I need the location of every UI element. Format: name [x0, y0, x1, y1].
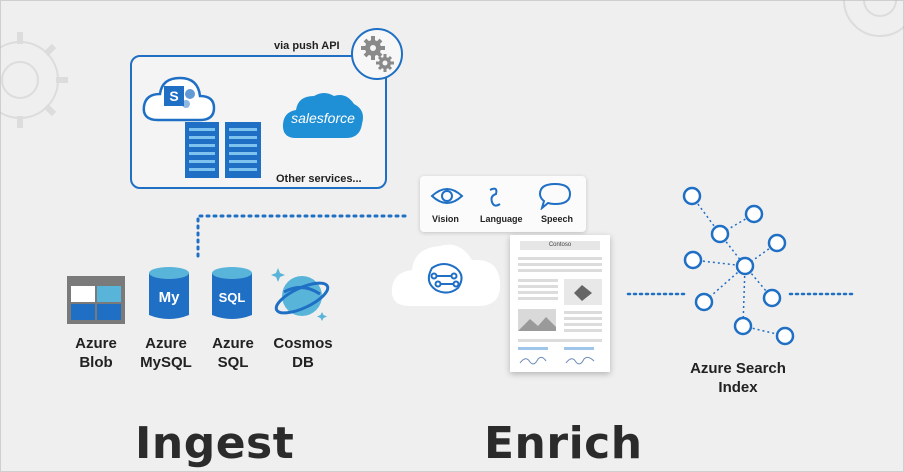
search-index-label: Azure Search Index [690, 360, 786, 396]
document-line [518, 269, 602, 272]
vision-eye-icon [430, 188, 464, 204]
document-title: Contoso [520, 241, 600, 250]
salesforce-icon [282, 93, 363, 138]
mysql-icon-text: My [158, 289, 180, 306]
background-gear-icon [0, 32, 68, 128]
document-line [564, 323, 602, 326]
azure-mysql-icon [149, 267, 189, 319]
datasource-label-blob: Azure Blob [75, 335, 117, 371]
search-index-graph [626, 186, 854, 346]
sql-icon-text: SQL [218, 290, 246, 305]
cognitive-services-card: Vision Language Speech [420, 176, 586, 232]
ingest-title: Ingest [135, 418, 295, 469]
ingest-connector-line [196, 214, 412, 258]
document-line [518, 347, 548, 350]
document-line [564, 311, 602, 314]
document-line [564, 329, 602, 332]
document-line [518, 339, 602, 342]
other-services-label: Other services... [276, 173, 362, 185]
datasource-label-cosmos: Cosmos DB [273, 335, 333, 371]
language-icon [489, 187, 501, 207]
ai-cloud-icon [391, 244, 501, 306]
document-line [518, 285, 558, 288]
document-line [518, 257, 602, 260]
document-line [564, 317, 602, 320]
svg-text:S: S [169, 88, 178, 104]
gears-icon [361, 36, 394, 72]
document-photo-icon [518, 309, 556, 331]
document-image-icon [564, 279, 602, 305]
speech-label: Speech [541, 214, 574, 224]
enriched-document: Contoso [510, 235, 610, 372]
language-label: Language [480, 214, 523, 224]
signature-icon [519, 356, 595, 365]
sharepoint-icon: S [142, 76, 216, 122]
background-gear-icon [843, 0, 904, 37]
salesforce-label: salesforce [291, 110, 355, 126]
document-line [518, 279, 558, 282]
document-line [518, 291, 558, 294]
gears-badge [351, 28, 403, 80]
datasource-label-sql: Azure SQL [212, 335, 254, 371]
servers-icon [185, 122, 261, 178]
cosmos-db-icon [271, 268, 330, 321]
enrich-title: Enrich [484, 418, 643, 469]
azure-sql-icon [212, 267, 252, 319]
push-api-label: via push API [274, 40, 340, 52]
vision-label: Vision [432, 214, 459, 224]
document-line [518, 263, 602, 266]
datasource-label-mysql: Azure MySQL [140, 335, 192, 371]
document-line [518, 297, 558, 300]
document-line [564, 347, 594, 350]
azure-blob-icon [67, 276, 125, 324]
speech-bubble-icon [538, 182, 572, 210]
